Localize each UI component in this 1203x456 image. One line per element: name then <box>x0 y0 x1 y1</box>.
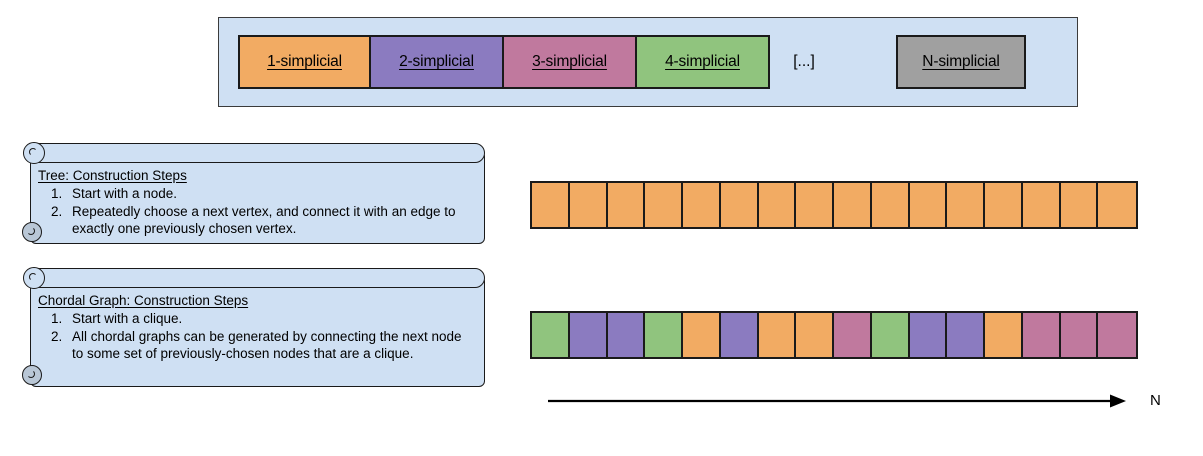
strip-cell <box>834 313 872 357</box>
step-text: All chordal graphs can be generated by c… <box>72 329 462 361</box>
strip-cell <box>947 313 985 357</box>
step-text: Repeatedly choose a next vertex, and con… <box>72 204 456 236</box>
strip-cell <box>985 183 1023 227</box>
strip-cell <box>607 183 646 227</box>
strip-cell <box>1022 313 1061 357</box>
legend-box-4-simplicial: 4-simplicial <box>635 35 770 89</box>
strip-cell <box>645 183 683 227</box>
strip-cell <box>1098 183 1136 227</box>
list-item: 1. Start with a clique. <box>38 310 471 327</box>
note-step-list: 1. Start with a clique. 2. All chordal g… <box>38 310 471 362</box>
scroll-curl-bottom-icon <box>22 365 42 385</box>
legend-box-3-simplicial: 3-simplicial <box>502 35 637 89</box>
strip-cell <box>909 313 948 357</box>
strip-cell <box>871 183 910 227</box>
strip-cell <box>645 313 683 357</box>
chordal-construction-note: Chordal Graph: Construction Steps 1. Sta… <box>20 264 485 387</box>
tree-construction-note: Tree: Construction Steps 1. Start with a… <box>20 139 485 244</box>
strip-cell <box>985 313 1023 357</box>
strip-cell <box>683 313 721 357</box>
legend-box-N-simplicial: N-simplicial <box>896 35 1026 89</box>
step-number: 2. <box>51 329 63 344</box>
step-text: Start with a node. <box>72 186 178 201</box>
strip-cell <box>720 313 759 357</box>
strip-cell <box>758 183 797 227</box>
strip-cell <box>683 183 721 227</box>
list-item: 2. All chordal graphs can be generated b… <box>38 328 471 362</box>
scroll-curl-top-icon <box>23 142 45 164</box>
strip-cell <box>720 183 759 227</box>
step-text: Start with a clique. <box>72 311 183 326</box>
legend-ellipsis: [...] <box>793 53 815 70</box>
strip-cell <box>1022 183 1061 227</box>
strip-cell <box>834 183 872 227</box>
strip-cell <box>758 313 797 357</box>
legend-box-2-simplicial: 2-simplicial <box>369 35 504 89</box>
strip-cell <box>796 183 834 227</box>
n-axis-arrow-icon <box>548 394 1126 408</box>
scroll-topbar <box>30 268 485 288</box>
strip-cell <box>1060 183 1099 227</box>
note-step-list: 1. Start with a node. 2. Repeatedly choo… <box>38 185 471 237</box>
strip-cell <box>909 183 948 227</box>
note-title: Tree: Construction Steps <box>38 168 187 183</box>
strip-cell <box>569 183 608 227</box>
step-number: 2. <box>51 204 63 219</box>
strip-cell <box>607 313 646 357</box>
scroll-topbar <box>30 143 485 163</box>
strip-cell <box>947 183 985 227</box>
note-content: Chordal Graph: Construction Steps 1. Sta… <box>38 292 471 362</box>
strip-cell <box>532 313 570 357</box>
chordal-simplicial-strip <box>530 311 1138 359</box>
strip-cell <box>1060 313 1099 357</box>
step-number: 1. <box>51 186 63 201</box>
list-item: 2. Repeatedly choose a next vertex, and … <box>38 203 471 237</box>
step-number: 1. <box>51 311 63 326</box>
strip-cell <box>1098 313 1136 357</box>
strip-cell <box>569 313 608 357</box>
n-axis-label: N <box>1150 392 1161 409</box>
list-item: 1. Start with a node. <box>38 185 471 202</box>
legend-box-1-simplicial: 1-simplicial <box>238 35 371 89</box>
note-content: Tree: Construction Steps 1. Start with a… <box>38 167 471 237</box>
strip-cell <box>532 183 570 227</box>
strip-cell <box>871 313 910 357</box>
note-body <box>30 278 485 387</box>
scroll-curl-bottom-icon <box>22 222 42 242</box>
note-body <box>30 153 485 244</box>
tree-simplicial-strip <box>530 181 1138 229</box>
note-title: Chordal Graph: Construction Steps <box>38 293 249 308</box>
strip-cell <box>796 313 834 357</box>
scroll-curl-top-icon <box>23 267 45 289</box>
